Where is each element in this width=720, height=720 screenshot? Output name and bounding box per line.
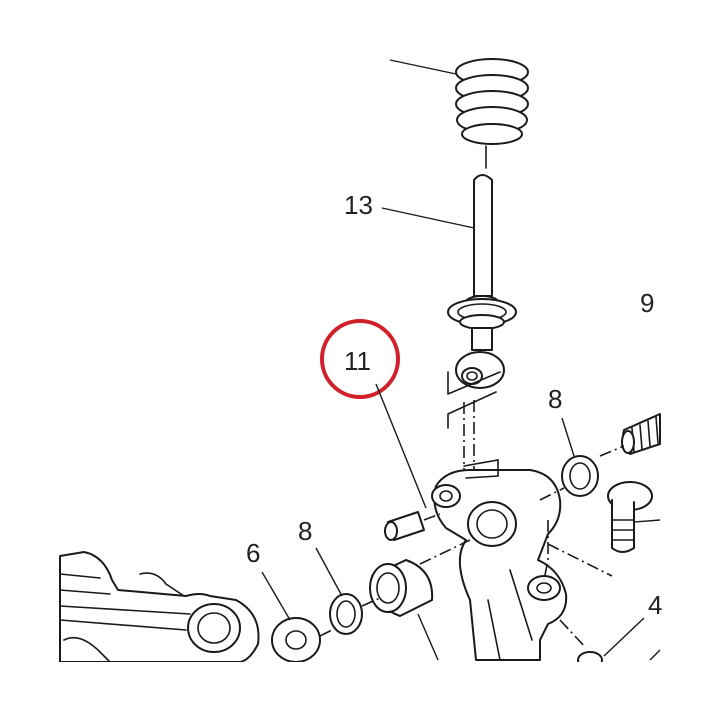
linkage-body — [431, 459, 568, 661]
swingarm-link — [59, 551, 260, 663]
bushing — [369, 559, 434, 617]
highlight-circle — [320, 319, 400, 399]
callout-8-left-leader — [315, 547, 343, 597]
callout-9-top: 9 — [640, 288, 654, 318]
callout-4-top: 4 — [648, 590, 662, 620]
shock-rod — [447, 174, 517, 389]
flange-bolt — [607, 481, 653, 553]
callout-8-left: 8 — [298, 516, 312, 546]
callout-13: 13 — [344, 190, 373, 220]
callout-8-right-leader — [561, 417, 575, 457]
callout-4-leader — [603, 617, 645, 657]
washer-right — [561, 455, 599, 497]
callout-11-leader — [375, 383, 427, 509]
callout-11-highlight: 11 — [320, 319, 427, 509]
pin — [384, 511, 425, 541]
callout-13-leader — [381, 207, 475, 229]
spring-leader-line — [389, 59, 457, 75]
washer-left — [329, 593, 363, 635]
washer-six — [271, 617, 321, 663]
callout-8-right: 8 — [548, 384, 562, 414]
callout-11: 11 — [344, 346, 371, 376]
callout-6: 6 — [246, 538, 260, 568]
callout-6-leader — [261, 571, 291, 621]
threaded-bolt — [621, 413, 661, 455]
spring — [455, 58, 529, 169]
